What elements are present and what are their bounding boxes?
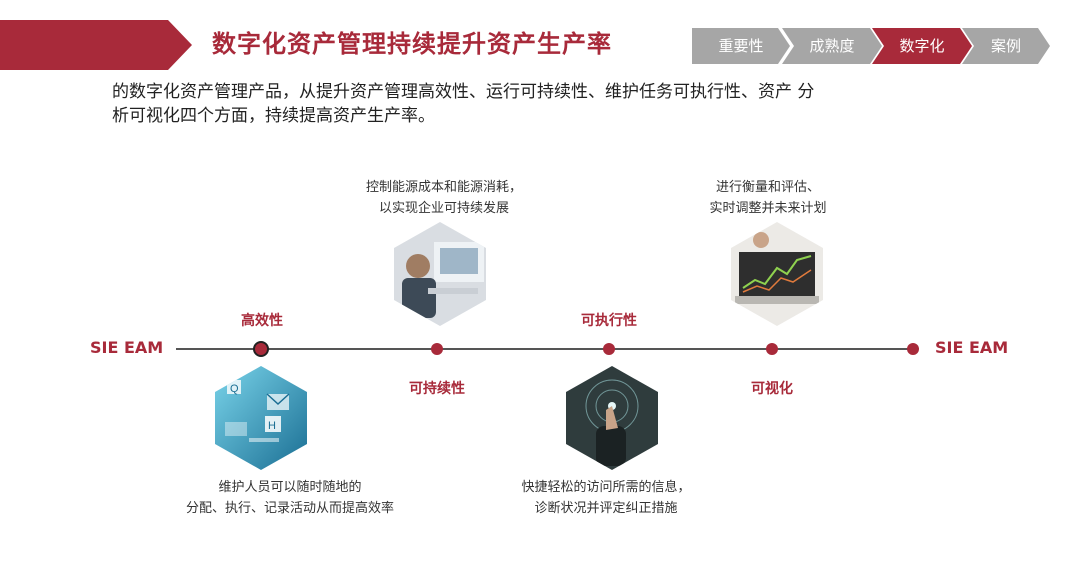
timeline-end-label: SIE EAM — [935, 338, 1008, 357]
desc-visualization-line-2: 实时调整并未来计划 — [709, 198, 826, 219]
timeline-dot-efficiency — [253, 341, 269, 357]
step-importance[interactable]: 重要性 — [692, 28, 790, 64]
keyword-visualization: 可视化 — [751, 378, 793, 398]
step-digitalization[interactable]: 数字化 — [872, 28, 972, 64]
header-banner — [0, 20, 192, 70]
desc-executability-line-2: 诊断状况并评定纠正措施 — [521, 498, 690, 519]
page-title: 数字化资产管理持续提升资产生产率 — [212, 24, 612, 59]
timeline-dot-sustainability — [431, 343, 443, 355]
svg-text:H: H — [268, 420, 276, 432]
keyword-sustainability: 可持续性 — [409, 378, 465, 398]
timeline-axis — [176, 348, 912, 350]
timeline-dot-end — [907, 343, 919, 355]
progress-steps: 重要性 成熟度 数字化 案例 — [692, 28, 1052, 64]
step-maturity[interactable]: 成熟度 — [782, 28, 882, 64]
desc-sustainability-line-1: 控制能源成本和能源消耗， — [366, 177, 522, 198]
desc-executability-line-1: 快捷轻松的访问所需的信息， — [521, 477, 690, 498]
timeline-dot-executability — [603, 343, 615, 355]
laptop-chart-image — [731, 222, 823, 326]
svg-text:Q: Q — [230, 383, 239, 395]
timeline-dot-visualization — [766, 343, 778, 355]
intro-line-1: 的数字化资产管理产品，从提升资产管理高效性、运行可持续性、维护任务可执行性、资产… — [112, 80, 962, 104]
timeline-start-label: SIE EAM — [90, 338, 163, 357]
desc-efficiency-line-1: 维护人员可以随时随地的 — [186, 477, 394, 498]
keyword-efficiency: 高效性 — [241, 310, 283, 330]
desc-sustainability: 控制能源成本和能源消耗， 以实现企业可持续发展 — [366, 177, 522, 219]
desc-visualization-line-1: 进行衡量和评估、 — [709, 177, 826, 198]
step-cases[interactable]: 案例 — [962, 28, 1050, 64]
touch-screen-image — [566, 366, 658, 470]
desc-efficiency: 维护人员可以随时随地的 分配、执行、记录活动从而提高效率 — [186, 477, 394, 519]
intro-line-2: 析可视化四个方面，持续提高资产生产率。 — [112, 104, 962, 128]
intro-paragraph: 的数字化资产管理产品，从提升资产管理高效性、运行可持续性、维护任务可执行性、资产… — [112, 80, 962, 128]
office-worker-image — [394, 222, 486, 326]
desc-visualization: 进行衡量和评估、 实时调整并未来计划 — [709, 177, 826, 219]
desc-executability: 快捷轻松的访问所需的信息， 诊断状况并评定纠正措施 — [521, 477, 690, 519]
desc-efficiency-line-2: 分配、执行、记录活动从而提高效率 — [186, 498, 394, 519]
email-icons-image: Q H — [215, 366, 307, 470]
keyword-executability: 可执行性 — [581, 310, 637, 330]
desc-sustainability-line-2: 以实现企业可持续发展 — [366, 198, 522, 219]
